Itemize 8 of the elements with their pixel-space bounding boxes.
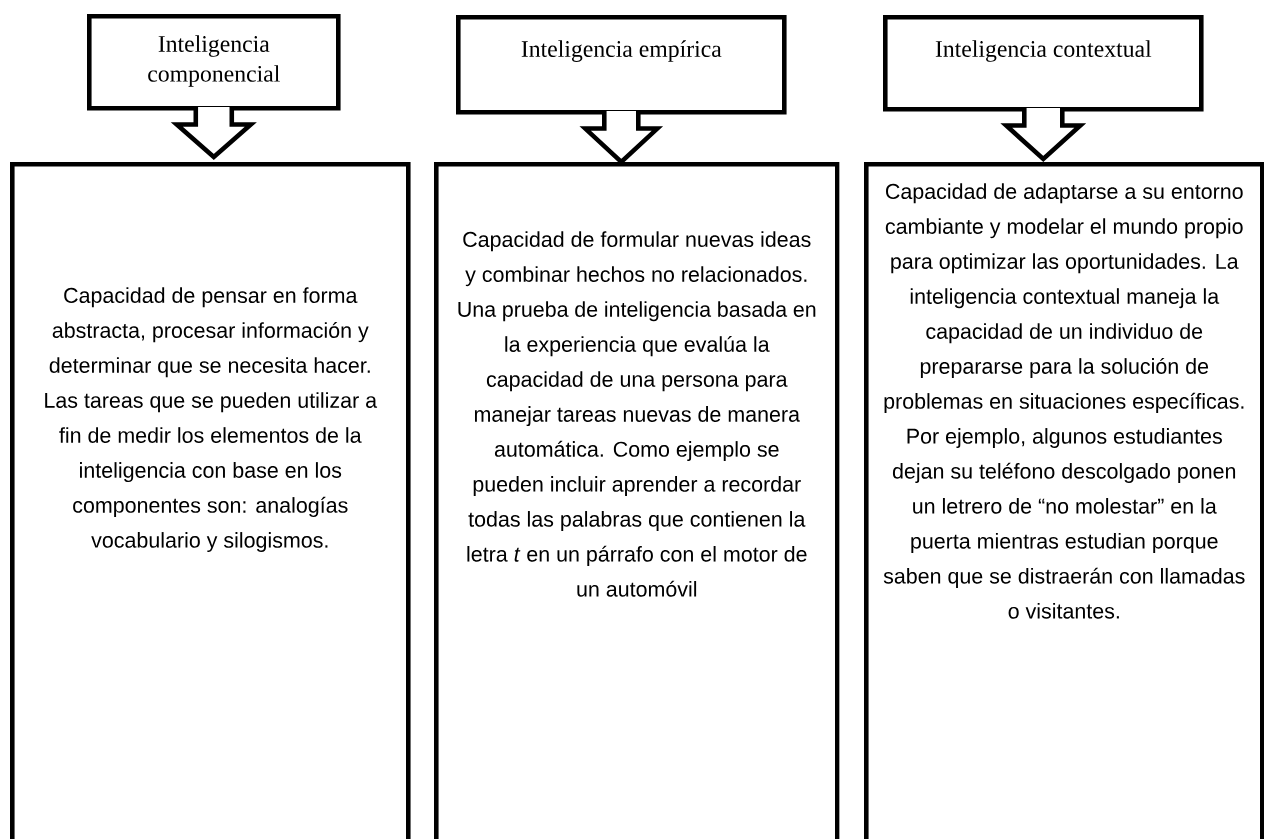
callout-box: Inteligencia contextual [883, 15, 1204, 112]
callout-box: Inteligencia componencial [87, 14, 341, 111]
text-box: Capacidad de adaptarse a su entorno cambiante y modelar el mundo propio para optimizar las oportunidades. La inteligencia contextual maneja la capacidad de un individuo de prepararse para la solución de problemas en situaciones específicas. Por ejemplo, algunos estudiantes dejan su teléfono descolgado ponen un letrero de “no molestar” en la puerta mientras estudian porque saben que se distraerán con llamadas o visitantes. [864, 162, 1264, 839]
callout-box: Inteligencia empírica [456, 15, 787, 115]
block-arrow [1000, 105, 1087, 163]
text-box: Capacidad de pensar en forma abstracta, procesar información y determinar que se necesita hacer. Las tareas que se pueden utilizar a fin de medir los elementos de la inteligencia con base en los componentes son: analogías vocabulario y silogismos. [10, 162, 411, 839]
text-box: Capacidad de formular nuevas ideas y combinar hechos no relacionados. Una prueba de inteligencia basada en la experiencia que evalúa la capacidad de una persona para manejar tareas nuevas de manera automática. Como ejemplo se pueden incluir aprender a recordar todas las palabras que contienen la letra t en un párrafo con el motor de un automóvil [434, 162, 840, 839]
block-arrow [170, 104, 257, 161]
